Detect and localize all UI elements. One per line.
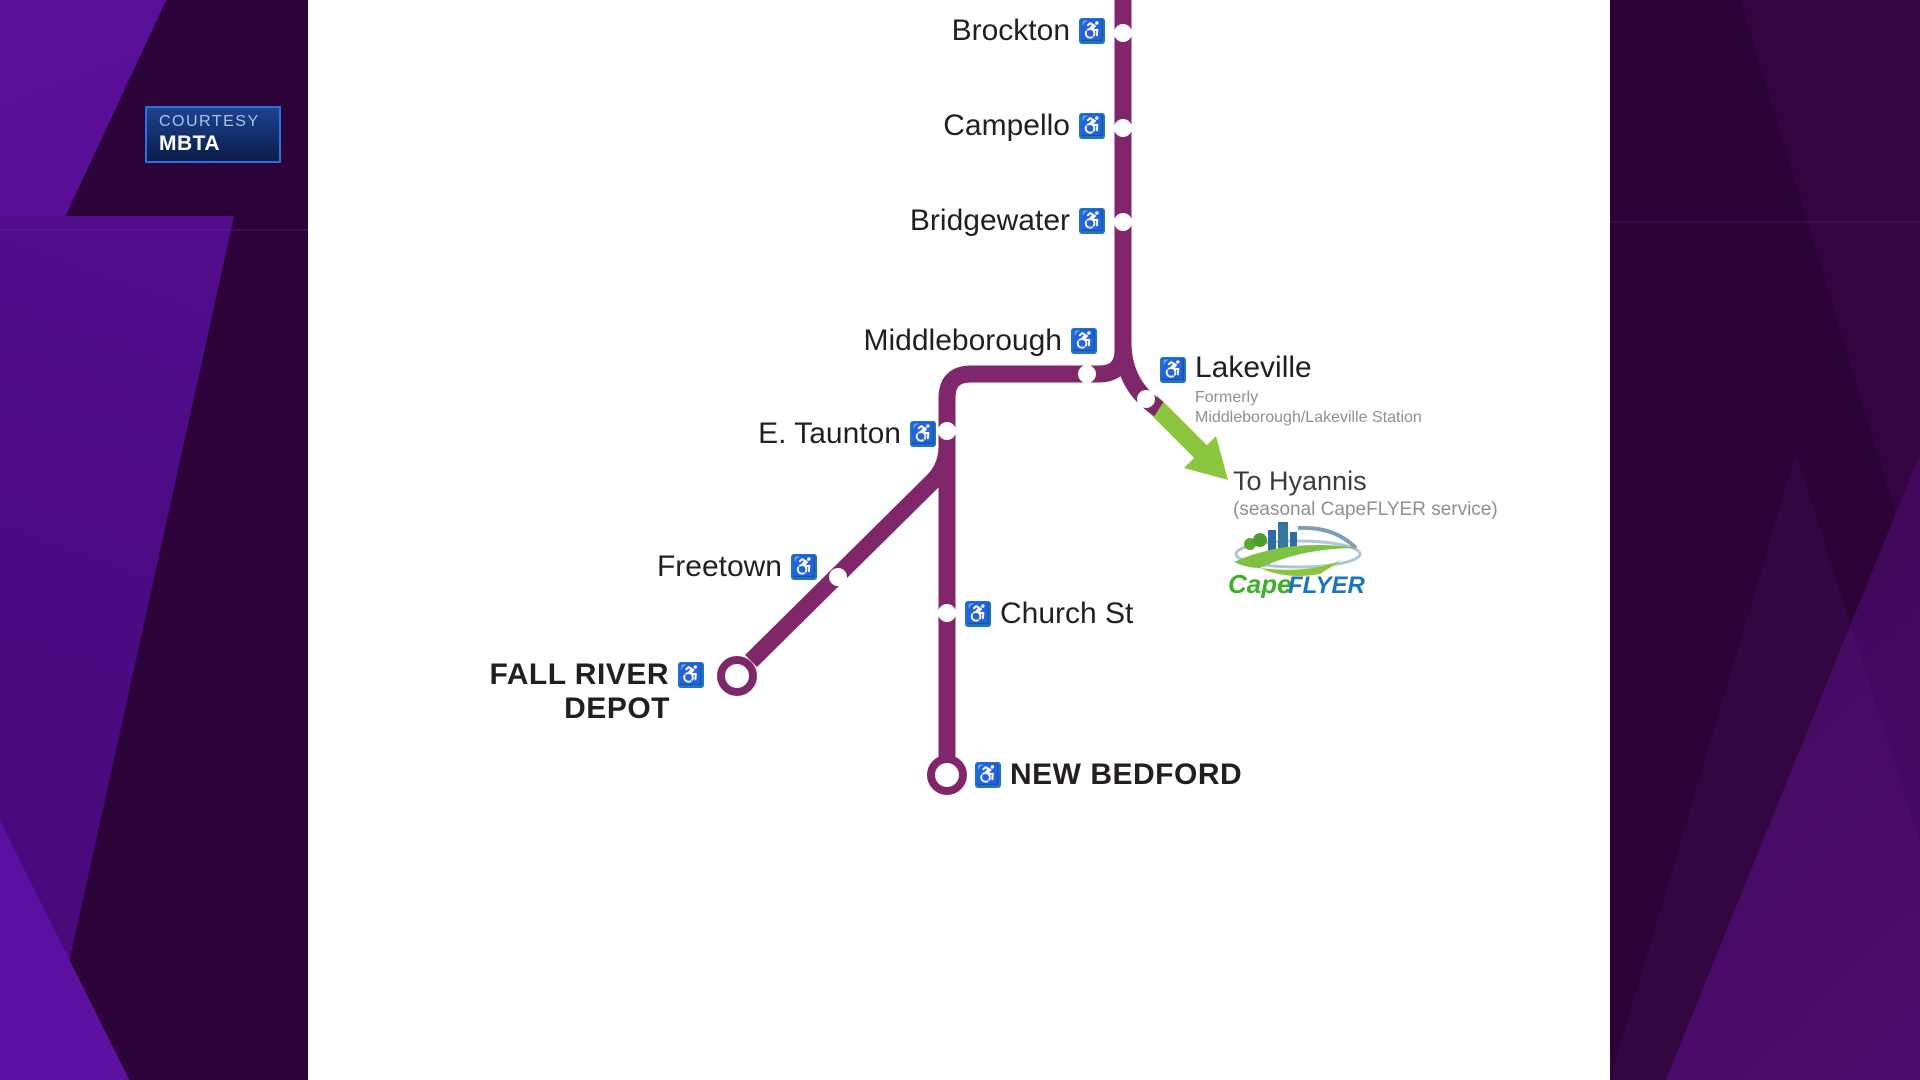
- accessibility-icon: ♿: [975, 762, 1001, 788]
- station-name: Freetown: [656, 550, 782, 583]
- capeflyer-logo: Cape FLYER: [1228, 522, 1366, 598]
- station-name: Middleborough: [863, 324, 1062, 357]
- capeflyer-arrow-head: [1184, 436, 1228, 480]
- logo-swoosh: [1234, 545, 1358, 568]
- accessibility-icon: ♿: [791, 554, 817, 580]
- lakeville-text-column: Lakeville Formerly Middleborough/Lakevil…: [1195, 352, 1422, 428]
- lakeville-note-line2: Middleborough/Lakeville Station: [1195, 408, 1422, 426]
- mbta-map-panel: Brockton ♿ Campello ♿ Bridgewater ♿ Midd…: [308, 0, 1610, 1080]
- hyannis-annotation: To Hyannis (seasonal CapeFLYER service): [1233, 465, 1498, 521]
- logo-word-cape: Cape: [1228, 569, 1292, 598]
- logo-bridge-arc: [1297, 525, 1358, 550]
- courtesy-badge: COURTESY MBTA: [145, 106, 281, 163]
- accessibility-icon: ♿: [1079, 113, 1105, 139]
- accessibility-icon: ♿: [1160, 357, 1186, 383]
- capeflyer-arrow-shaft: [1144, 395, 1208, 459]
- background-seam: [0, 229, 308, 231]
- station-label-bridgewater: Bridgewater ♿: [910, 204, 1105, 238]
- background-right-bar: [1610, 0, 1920, 1080]
- logo-swoosh-tail: [1260, 560, 1342, 576]
- station-name: Campello: [943, 109, 1070, 142]
- logo-tree: [1244, 538, 1256, 550]
- lakeville-note-line1: Formerly: [1195, 388, 1259, 406]
- station-name: Lakeville: [1195, 351, 1312, 384]
- hyannis-subtitle: (seasonal CapeFLYER service): [1233, 499, 1498, 521]
- station-name: Brockton: [951, 14, 1070, 47]
- accessibility-icon: ♿: [965, 601, 991, 627]
- station-dot-middleborough: [1078, 365, 1096, 383]
- accessibility-icon: ♿: [1071, 328, 1097, 354]
- station-label-brockton: Brockton ♿: [952, 14, 1105, 48]
- courtesy-label: COURTESY: [159, 113, 260, 131]
- background-seam: [1610, 221, 1920, 223]
- terminal-circle-new-bedford: [927, 755, 967, 795]
- station-label-depot: DEPOT: [564, 692, 670, 725]
- station-label-middleborough: Middleborough ♿: [864, 324, 1097, 358]
- logo-building: [1268, 530, 1276, 554]
- logo-building: [1290, 532, 1297, 554]
- logo-ellipse: [1234, 539, 1362, 569]
- logo-word-flyer: FLYER: [1288, 572, 1366, 598]
- station-label-campello: Campello ♿: [943, 109, 1105, 143]
- accessibility-icon: ♿: [1079, 18, 1105, 44]
- station-dot-church-st: [938, 604, 956, 622]
- station-dot-lakeville: [1137, 390, 1155, 408]
- station-label-freetown: Freetown ♿: [657, 550, 817, 584]
- courtesy-org: MBTA: [159, 131, 221, 155]
- terminal-circle-fall-river-depot: [717, 656, 757, 696]
- station-dot-bridgewater: [1114, 213, 1132, 231]
- station-dot-freetown: [829, 568, 847, 586]
- station-name: Church St: [1000, 597, 1134, 630]
- station-label-fall-river: FALL RIVER ♿: [490, 658, 704, 692]
- station-dot-e-taunton: [938, 422, 956, 440]
- background-left-bar: [0, 0, 308, 1080]
- station-name: E. Taunton: [758, 417, 901, 450]
- station-name: Bridgewater: [909, 204, 1070, 237]
- logo-building: [1278, 522, 1288, 554]
- accessibility-icon: ♿: [1079, 208, 1105, 234]
- station-label-lakeville: ♿ Lakeville Formerly Middleborough/Lakev…: [1160, 352, 1422, 428]
- station-dot-campello: [1114, 119, 1132, 137]
- route-diagram: [717, 0, 1228, 795]
- accessibility-icon: ♿: [678, 662, 704, 688]
- hyannis-title: To Hyannis: [1233, 466, 1367, 496]
- station-label-new-bedford: ♿ NEW BEDFORD: [975, 758, 1242, 792]
- logo-tree: [1253, 533, 1267, 547]
- accessibility-icon: ♿: [910, 421, 936, 447]
- station-label-e-taunton: E. Taunton ♿: [758, 417, 936, 451]
- station-name: FALL RIVER: [489, 658, 669, 691]
- station-label-church-st: ♿ Church St: [965, 597, 1133, 631]
- station-dot-brockton: [1114, 24, 1132, 42]
- station-name: NEW BEDFORD: [1010, 758, 1243, 791]
